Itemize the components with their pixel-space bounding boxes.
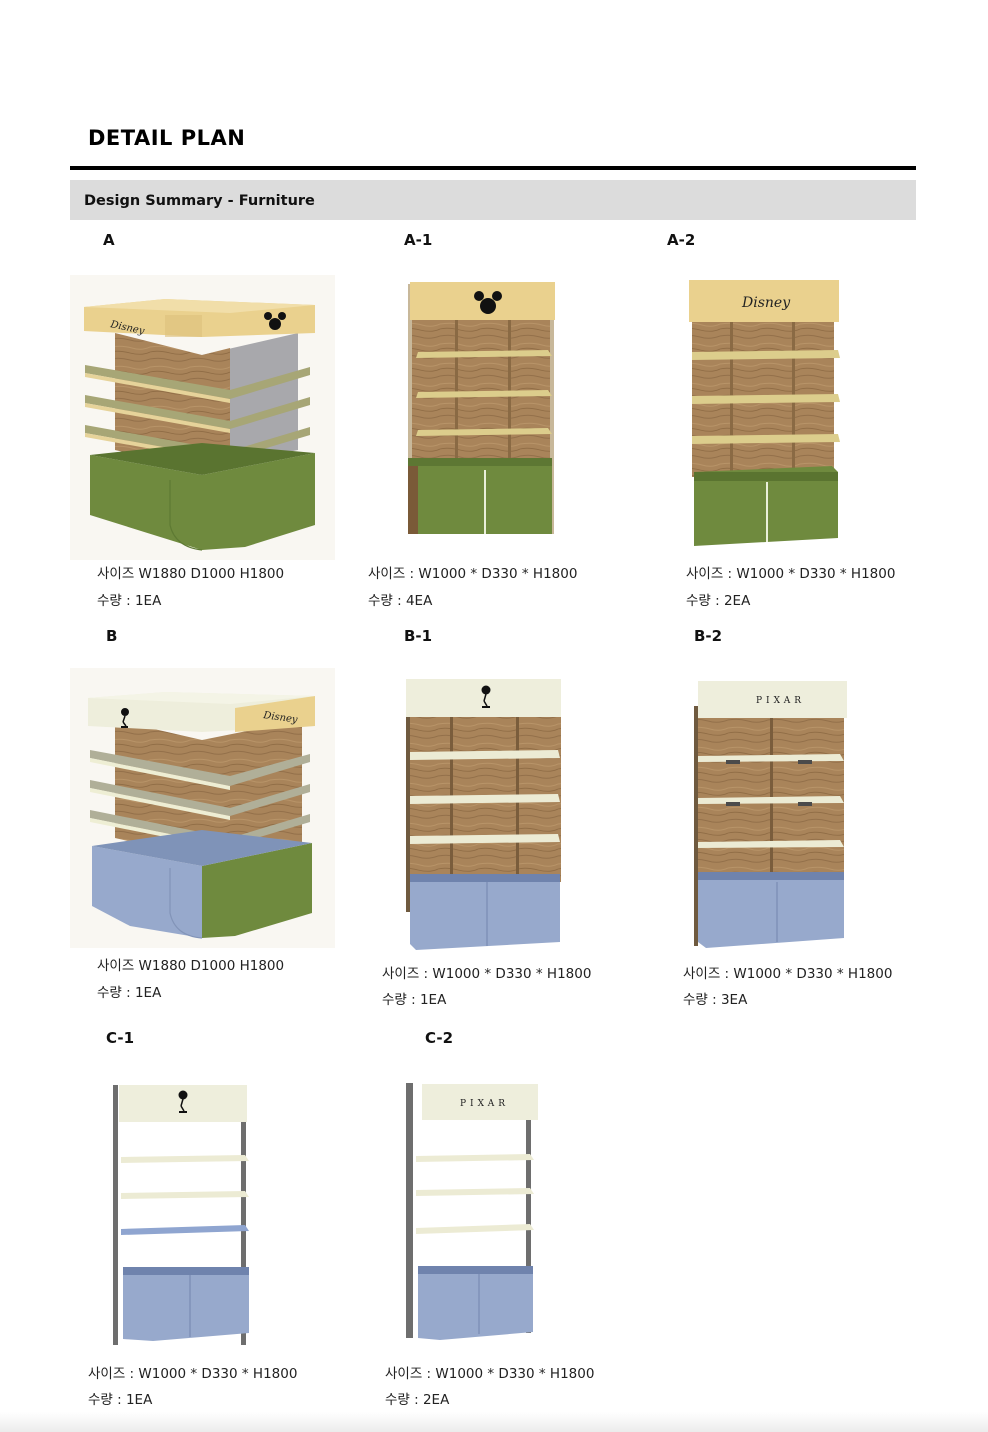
item-size-b1: 사이즈 : W1000 * D330 * H1800 xyxy=(382,966,592,982)
item-qty-b: 수량 : 1EA xyxy=(97,985,162,1001)
disney-logo: Disney xyxy=(262,710,299,726)
pixar-logo: PIXAR xyxy=(460,1099,509,1109)
item-size-a2: 사이즈 : W1000 * D330 * H1800 xyxy=(686,566,896,582)
section-bar: Design Summary - Furniture xyxy=(70,180,916,220)
item-label-b2: B-2 xyxy=(694,627,723,645)
furniture-image-c1 xyxy=(105,1075,255,1350)
item-label-c2: C-2 xyxy=(425,1029,454,1047)
title-rule xyxy=(70,166,916,170)
item-size-b: 사이즈 W1880 D1000 H1800 xyxy=(97,958,285,974)
page-bottom-edge xyxy=(0,1412,988,1432)
page-title: DETAIL PLAN xyxy=(88,126,246,150)
item-label-b1: B-1 xyxy=(404,627,433,645)
item-label-c1: C-1 xyxy=(106,1029,135,1047)
disney-logo: Disney xyxy=(741,295,791,311)
item-qty-a: 수량 : 1EA xyxy=(97,593,162,609)
mickey-head-icon xyxy=(474,291,502,314)
item-label-b: B xyxy=(106,627,118,645)
pixar-logo: PIXAR xyxy=(756,696,805,706)
furniture-image-a2: Disney xyxy=(680,272,845,550)
item-size-c2: 사이즈 : W1000 * D330 * H1800 xyxy=(385,1366,595,1382)
item-qty-c1: 수량 : 1EA xyxy=(88,1392,153,1408)
item-label-a1: A-1 xyxy=(404,231,433,249)
item-qty-a2: 수량 : 2EA xyxy=(686,593,751,609)
pixar-lamp-icon xyxy=(178,1090,188,1113)
item-qty-c2: 수량 : 2EA xyxy=(385,1392,450,1408)
item-label-a: A xyxy=(103,231,115,249)
item-size-c1: 사이즈 : W1000 * D330 * H1800 xyxy=(88,1366,298,1382)
furniture-image-a1 xyxy=(400,272,560,537)
item-qty-a1: 수량 : 4EA xyxy=(368,593,433,609)
item-qty-b2: 수량 : 3EA xyxy=(683,992,748,1008)
mickey-head-icon xyxy=(264,312,286,330)
item-label-a2: A-2 xyxy=(667,231,696,249)
section-title: Design Summary - Furniture xyxy=(84,193,315,209)
pixar-lamp-icon xyxy=(481,685,491,708)
furniture-image-c2: PIXAR xyxy=(400,1078,545,1343)
item-qty-b1: 수량 : 1EA xyxy=(382,992,447,1008)
furniture-image-b: Disney xyxy=(70,668,335,948)
item-size-b2: 사이즈 : W1000 * D330 * H1800 xyxy=(683,966,893,982)
furniture-image-a: Disney xyxy=(70,275,335,560)
furniture-image-b2: PIXAR xyxy=(688,676,853,951)
item-size-a1: 사이즈 : W1000 * D330 * H1800 xyxy=(368,566,578,582)
furniture-image-b1 xyxy=(398,672,568,952)
pixar-lamp-icon xyxy=(121,708,129,728)
item-size-a: 사이즈 W1880 D1000 H1800 xyxy=(97,566,285,582)
